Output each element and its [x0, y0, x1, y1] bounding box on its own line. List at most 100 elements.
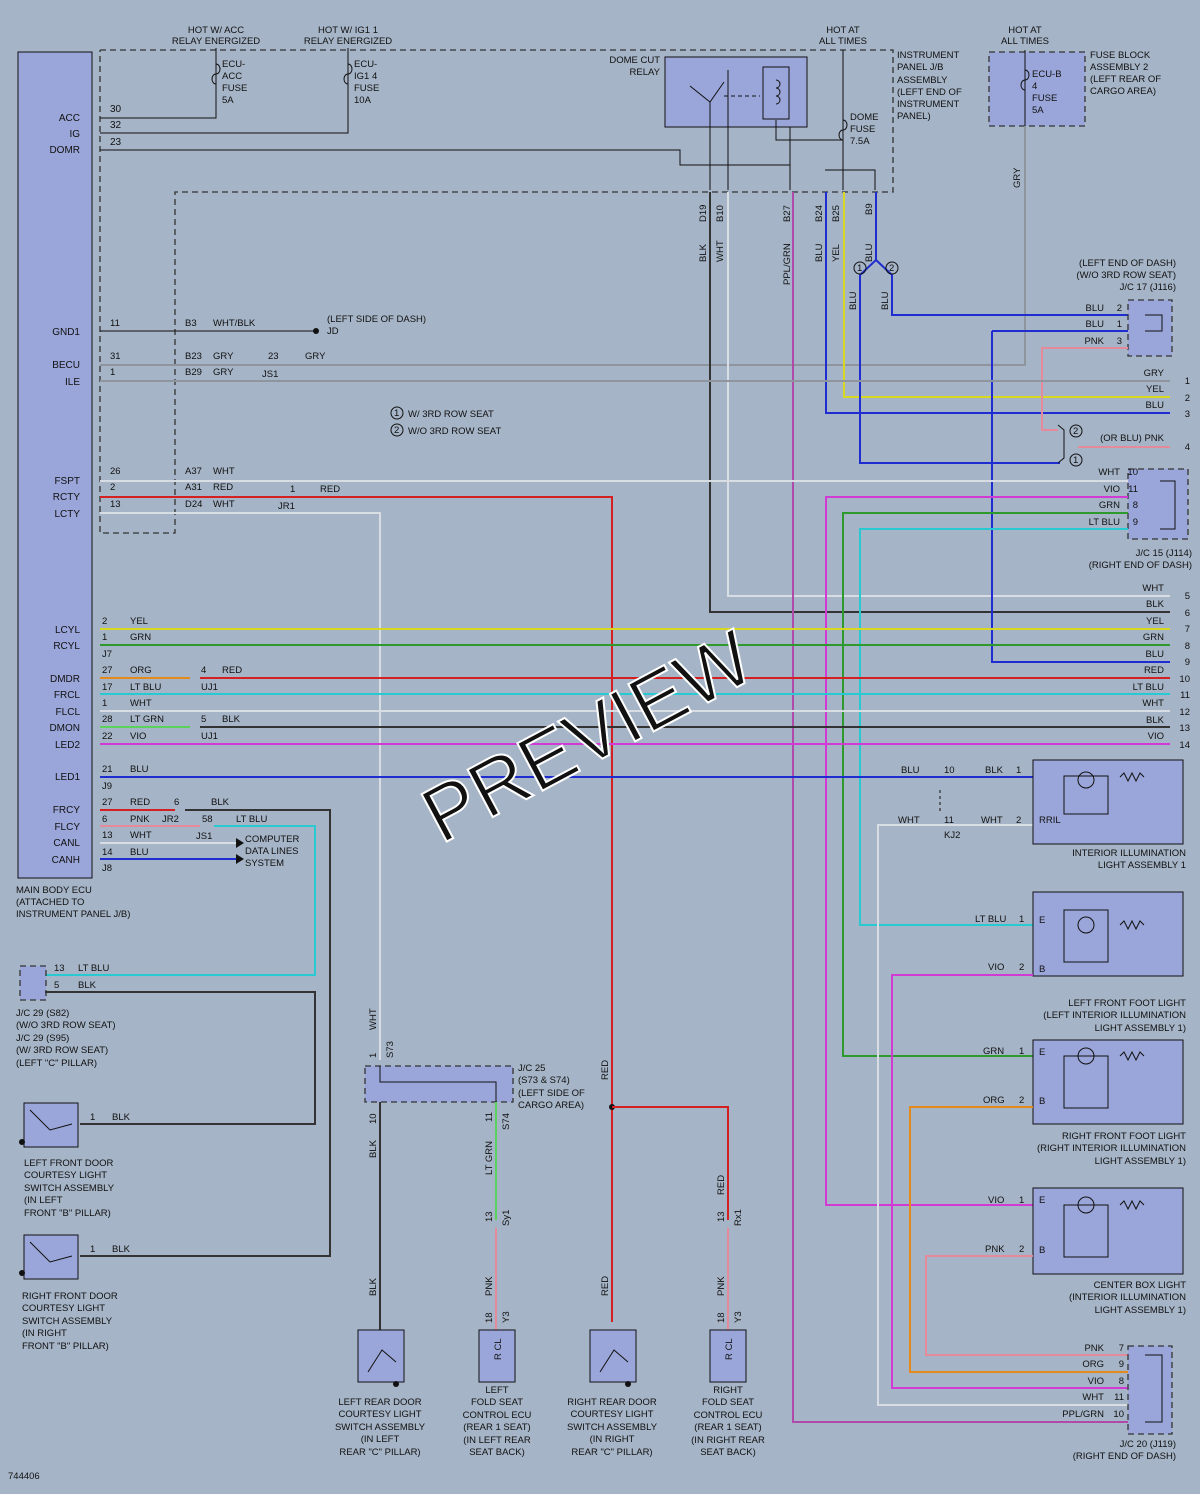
- svg-text:13: 13: [102, 830, 113, 841]
- svg-text:11: 11: [110, 318, 120, 329]
- svg-text:11: 11: [1114, 1392, 1124, 1403]
- jc15-bridge: [1160, 480, 1176, 530]
- svg-text:1: 1: [102, 632, 107, 643]
- svg-text:ECU-: ECU-: [354, 59, 377, 70]
- svg-text:(OR BLU) PNK: (OR BLU) PNK: [1100, 433, 1165, 444]
- svg-text:1: 1: [1019, 1195, 1024, 1206]
- svg-text:BLU: BLU: [848, 291, 859, 310]
- svg-text:1: 1: [368, 1053, 379, 1058]
- svg-text:FUSE BLOCK: FUSE BLOCK: [1090, 50, 1151, 61]
- svg-text:R CL: R CL: [724, 1338, 735, 1360]
- svg-text:18: 18: [716, 1312, 727, 1323]
- svg-text:RED: RED: [600, 1276, 611, 1296]
- wire-org-rf-foot: [909, 1106, 1128, 1373]
- svg-text:J/C 17 (J116): J/C 17 (J116): [1120, 282, 1176, 293]
- fuse-ecu-ig1-label: ECU- IG1 4 FUSE 10A: [354, 59, 379, 106]
- svg-text:JD: JD: [327, 326, 339, 337]
- svg-text:FOLD SEAT: FOLD SEAT: [471, 1397, 523, 1408]
- svg-text:Rx1: Rx1: [733, 1209, 744, 1226]
- svg-text:13: 13: [1179, 723, 1190, 734]
- pin-num-30: 30: [110, 104, 122, 115]
- svg-text:JS1: JS1: [262, 369, 278, 380]
- wire-wht-lcty: [100, 512, 381, 1060]
- rf-foot-light-label: RIGHT FRONT FOOT LIGHT (RIGHT INTERIOR I…: [1037, 1131, 1186, 1167]
- svg-text:BLU: BLU: [814, 243, 825, 262]
- svg-text:LT BLU: LT BLU: [78, 963, 109, 974]
- svg-text:D24: D24: [185, 499, 202, 510]
- lf-foot-light-label: LEFT FRONT FOOT LIGHT (LEFT INTERIOR ILL…: [1043, 998, 1186, 1034]
- svg-text:LT BLU: LT BLU: [130, 682, 161, 693]
- pin-becu: BECU: [52, 360, 80, 371]
- header-hot-always-1: HOT AT ALL TIMES: [819, 25, 867, 47]
- svg-text:INTERIOR ILLUMINATION: INTERIOR ILLUMINATION: [1072, 848, 1186, 859]
- svg-text:LEFT: LEFT: [485, 1385, 508, 1396]
- svg-text:18: 18: [484, 1312, 495, 1323]
- svg-text:S73: S73: [385, 1041, 396, 1058]
- svg-text:PNK: PNK: [1084, 1343, 1104, 1354]
- variant-1-circle: [1069, 453, 1083, 467]
- ig-feed-wire: [100, 48, 349, 134]
- svg-text:BLK: BLK: [112, 1112, 131, 1123]
- svg-text:ECU-: ECU-: [222, 59, 245, 70]
- svg-text:HOT W/ ACC: HOT W/ ACC: [188, 25, 244, 36]
- svg-text:ORG: ORG: [983, 1095, 1005, 1106]
- svg-text:COURTESY LIGHT: COURTESY LIGHT: [24, 1170, 107, 1181]
- svg-text:J9: J9: [102, 781, 112, 792]
- pin-domr: DOMR: [49, 145, 80, 156]
- rf-door-switch-label: RIGHT FRONT DOOR COURTESY LIGHT SWITCH A…: [22, 1291, 118, 1352]
- jc15-box: [1127, 468, 1189, 540]
- svg-text:LT BLU: LT BLU: [1133, 682, 1164, 693]
- svg-text:ORG: ORG: [130, 665, 152, 676]
- svg-text:Sy1: Sy1: [501, 1210, 512, 1226]
- wire-grn-jc15: [842, 512, 1128, 1057]
- rr-door-switch-box: [589, 1329, 637, 1383]
- svg-text:COURTESY LIGHT: COURTESY LIGHT: [338, 1409, 421, 1420]
- svg-text:(LEFT REAR OF: (LEFT REAR OF: [1090, 74, 1161, 85]
- svg-text:PNK: PNK: [985, 1244, 1005, 1255]
- jc25-box: [364, 1065, 514, 1103]
- svg-text:1: 1: [1019, 914, 1024, 925]
- svg-text:6: 6: [174, 797, 179, 808]
- ground-location-label: (LEFT SIDE OF DASH): [327, 314, 426, 325]
- svg-text:PPL/GRN: PPL/GRN: [782, 243, 793, 285]
- left-fold-ecu-label: LEFT FOLD SEAT CONTROL ECU (REAR 1 SEAT)…: [463, 1385, 532, 1458]
- svg-text:RED: RED: [222, 665, 242, 676]
- svg-text:BLK: BLK: [1146, 599, 1165, 610]
- svg-text:GRY: GRY: [213, 351, 234, 362]
- svg-text:INSTRUMENT PANEL J/B): INSTRUMENT PANEL J/B): [16, 909, 130, 920]
- dome-cut-relay-label: DOME CUT RELAY: [609, 55, 660, 78]
- wire-ltblu-flcy: [45, 825, 316, 976]
- svg-text:VIO: VIO: [1088, 1376, 1104, 1387]
- svg-text:WHT: WHT: [898, 815, 920, 826]
- svg-text:WHT: WHT: [715, 240, 726, 262]
- svg-text:UJ1: UJ1: [201, 731, 218, 742]
- resistor-icon-3: [1119, 1050, 1145, 1062]
- acc-feed-wire: [100, 48, 217, 119]
- relay-coil-icon: [775, 79, 781, 105]
- wire-blu-b24: [825, 192, 1170, 414]
- wire-gry-becu: [290, 126, 1026, 366]
- svg-text:B3: B3: [185, 318, 197, 329]
- jc29-pins: 13 LT BLU 5 BLK: [54, 963, 109, 991]
- svg-text:B23: B23: [185, 351, 202, 362]
- kj2-labels: WHT 11 WHT 2 KJ2: [898, 815, 1021, 841]
- svg-text:SWITCH ASSEMBLY: SWITCH ASSEMBLY: [335, 1422, 426, 1433]
- svg-text:LT BLU: LT BLU: [1089, 517, 1120, 528]
- fuse-acc-icon: [211, 63, 221, 85]
- led-icon-4: [1077, 1196, 1095, 1214]
- svg-text:WHT: WHT: [1142, 583, 1164, 594]
- svg-text:PPL/GRN: PPL/GRN: [1062, 1409, 1104, 1420]
- svg-text:4: 4: [201, 665, 206, 676]
- svg-text:2: 2: [1073, 426, 1078, 437]
- svg-text:PANEL): PANEL): [897, 111, 931, 122]
- pin-canl: CANL: [53, 838, 80, 849]
- svg-text:RED: RED: [1144, 665, 1164, 676]
- svg-text:31: 31: [110, 351, 121, 362]
- svg-text:IG1 4: IG1 4: [354, 71, 377, 82]
- svg-text:J8: J8: [102, 863, 112, 874]
- pin-flcl: FLCL: [56, 707, 81, 718]
- jc17-bridge: [1145, 314, 1163, 332]
- svg-text:13: 13: [110, 499, 121, 510]
